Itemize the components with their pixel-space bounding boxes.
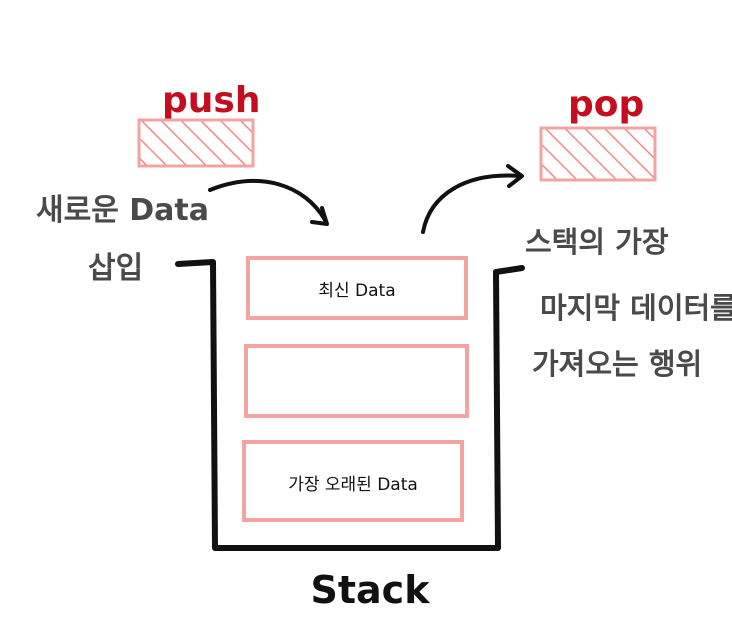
- pop-description-line-3: 가져오는 행위: [532, 347, 702, 381]
- push-group: push 새로운 Data 삽입: [36, 80, 329, 286]
- push-element-box: [137, 118, 255, 168]
- stack-title: Stack: [311, 568, 431, 612]
- stack-slot-middle: [244, 344, 469, 418]
- pop-description-line-1: 스택의 가장: [525, 225, 669, 259]
- stack-outline: [175, 259, 525, 551]
- push-arrow-head: [310, 206, 329, 226]
- stack-container: 최신 Data 가장 오래된 Data: [175, 256, 525, 551]
- stack-slot-top-label: 최신 Data: [318, 281, 395, 301]
- push-description-line-2: 삽입: [88, 251, 143, 286]
- stack-slot-top: [246, 256, 468, 320]
- pop-arrow-head: [506, 164, 524, 188]
- stack-slot-bottom: [242, 440, 464, 522]
- pop-arrow: [421, 173, 522, 234]
- push-label: push: [162, 80, 260, 121]
- push-description-line-1: 새로운 Data: [36, 193, 209, 228]
- pop-group: pop 스택의 가장 마지막 데이터를 가져오는 행위: [421, 84, 732, 381]
- pop-element-box: [539, 126, 657, 182]
- push-arrow: [208, 179, 327, 222]
- pop-label: pop: [568, 84, 644, 125]
- pop-description-line-2: 마지막 데이터를: [540, 291, 732, 325]
- stack-slot-bottom-label: 가장 오래된 Data: [288, 475, 418, 495]
